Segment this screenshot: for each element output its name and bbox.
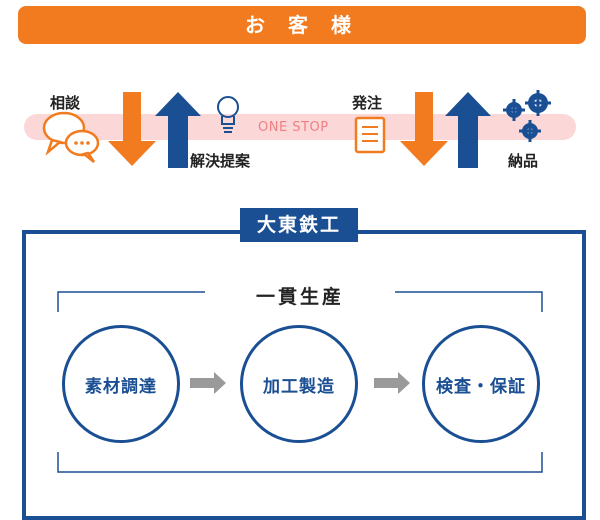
solution-proposal-label: 解決提案 <box>190 152 251 170</box>
light-bulb-icon <box>217 96 239 133</box>
order-label: 発注 <box>352 94 383 112</box>
integrated-production-label: 一貫生産 <box>205 282 395 309</box>
down-arrow-consult <box>108 92 156 166</box>
step-inspection-guarantee: 検査・保証 <box>422 325 540 443</box>
up-arrow-delivery <box>445 92 491 168</box>
up-arrow-proposal <box>155 92 201 168</box>
speech-bubbles-icon <box>42 111 100 163</box>
one-stop-label: ONE STOP <box>258 120 329 135</box>
one-stop-band <box>24 114 576 140</box>
step-label: 加工製造 <box>263 376 335 397</box>
arrow-right-1 <box>190 372 226 394</box>
customer-banner: お 客 様 <box>18 6 586 44</box>
step-label: 検査・保証 <box>436 376 526 397</box>
flow-diagram <box>24 90 576 168</box>
gears-icon <box>503 90 551 142</box>
step-material-procurement: 素材調達 <box>62 325 180 443</box>
document-icon <box>354 116 386 154</box>
down-arrow-order <box>400 92 448 166</box>
consult-label: 相談 <box>50 94 81 112</box>
step-manufacturing: 加工製造 <box>240 325 358 443</box>
company-name: 大東鉄工 <box>240 208 358 242</box>
step-label: 素材調達 <box>85 376 157 397</box>
customer-label: お 客 様 <box>245 13 359 37</box>
arrow-right-2 <box>374 372 410 394</box>
delivery-label: 納品 <box>508 152 539 170</box>
